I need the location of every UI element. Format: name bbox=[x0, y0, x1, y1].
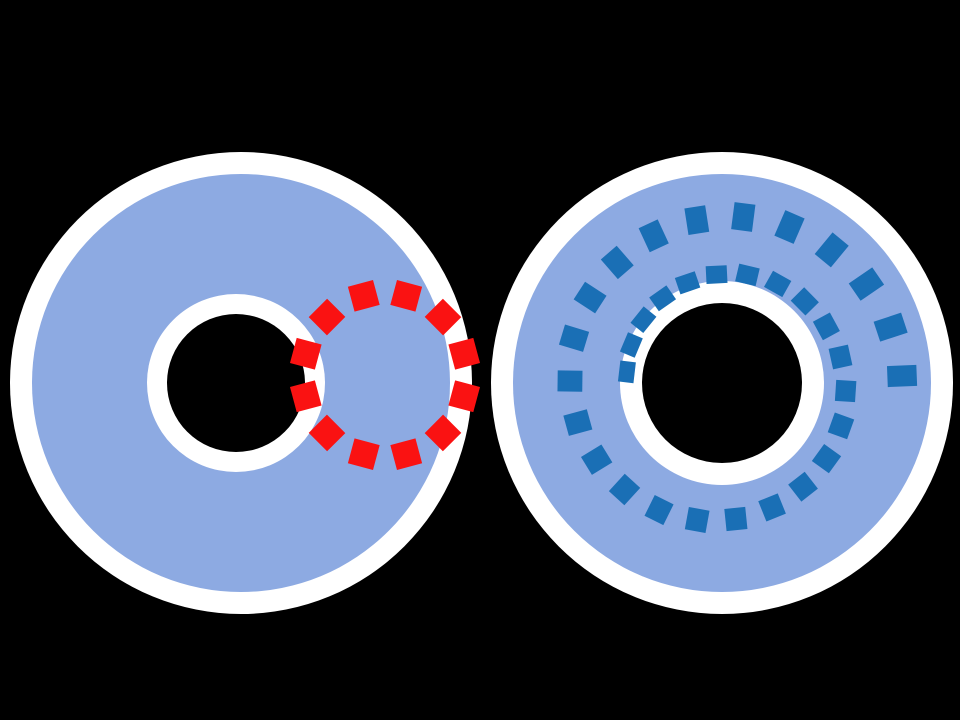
right-hole-fill bbox=[642, 303, 802, 463]
dash-segment bbox=[705, 265, 728, 284]
dash-segment bbox=[308, 414, 346, 452]
dash-segment bbox=[600, 245, 634, 280]
dash-segment bbox=[763, 270, 792, 298]
dash-segment bbox=[828, 344, 853, 370]
dash-segment bbox=[638, 219, 669, 253]
dash-segment bbox=[424, 414, 462, 452]
dash-segment bbox=[563, 409, 593, 436]
dash-segment bbox=[649, 285, 677, 312]
dash-segment bbox=[788, 471, 818, 502]
dash-segment bbox=[735, 263, 760, 287]
dash-segment bbox=[308, 298, 346, 336]
dash-segment bbox=[873, 312, 908, 342]
dash-segment bbox=[834, 379, 857, 403]
dash-segment bbox=[557, 370, 583, 392]
dash-segment bbox=[617, 360, 636, 384]
dash-segment bbox=[573, 281, 607, 314]
dash-segment bbox=[390, 438, 423, 471]
blue-dashed-spiral bbox=[557, 202, 918, 534]
dash-segment bbox=[448, 380, 481, 413]
dash-segment bbox=[790, 287, 819, 316]
dash-segment bbox=[424, 298, 462, 336]
dash-segment bbox=[289, 380, 322, 413]
dash-segment bbox=[886, 364, 918, 388]
dash-segment bbox=[731, 202, 756, 232]
dash-segment bbox=[724, 506, 748, 532]
dash-segment bbox=[774, 210, 805, 244]
dash-segment bbox=[848, 267, 885, 301]
dash-segment bbox=[827, 412, 855, 440]
dash-segment bbox=[684, 506, 710, 534]
dash-segment bbox=[758, 493, 786, 522]
dash-segment bbox=[558, 324, 590, 352]
dash-segment bbox=[619, 332, 643, 358]
dash-segment bbox=[580, 444, 613, 475]
dash-segment bbox=[347, 279, 380, 312]
dash-segment bbox=[608, 473, 641, 506]
right-annulus-panel bbox=[491, 152, 953, 614]
red-dashed-circle bbox=[289, 279, 481, 471]
left-hole-fill bbox=[167, 314, 305, 452]
dash-segment bbox=[811, 443, 842, 474]
dash-segment bbox=[684, 205, 710, 235]
dash-segment bbox=[644, 495, 674, 526]
dash-segment bbox=[812, 312, 840, 341]
dash-segment bbox=[289, 337, 322, 370]
left-annulus-panel bbox=[10, 152, 481, 614]
dash-segment bbox=[814, 232, 849, 268]
dash-segment bbox=[674, 271, 701, 295]
dash-segment bbox=[448, 337, 481, 370]
dash-segment bbox=[390, 279, 423, 312]
dash-segment bbox=[347, 438, 380, 471]
dash-segment bbox=[630, 306, 657, 334]
